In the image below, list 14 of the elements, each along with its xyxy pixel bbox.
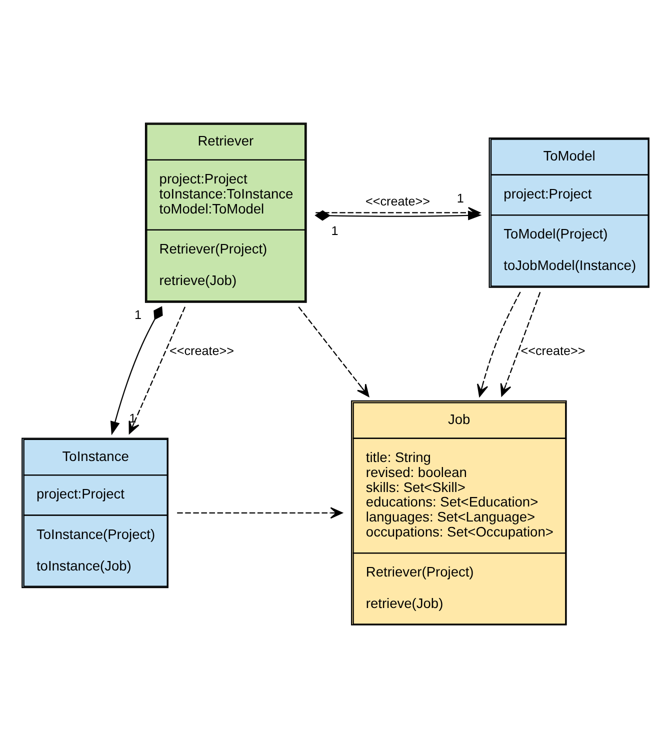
arrow — [110, 306, 163, 436]
label: 1 — [456, 192, 464, 206]
arrow — [177, 507, 343, 519]
arrow — [476, 292, 521, 397]
arrow — [298, 306, 370, 397]
arrow — [316, 206, 480, 218]
arrow — [128, 306, 186, 434]
label: 1 — [134, 308, 142, 322]
label: 1 — [331, 224, 338, 238]
edge-label: <<create>> — [170, 344, 234, 358]
arrow — [500, 292, 541, 396]
label: 1 — [129, 411, 136, 426]
edge-label: <<create>> — [520, 344, 586, 358]
edge-label: <<create>> — [366, 194, 430, 209]
